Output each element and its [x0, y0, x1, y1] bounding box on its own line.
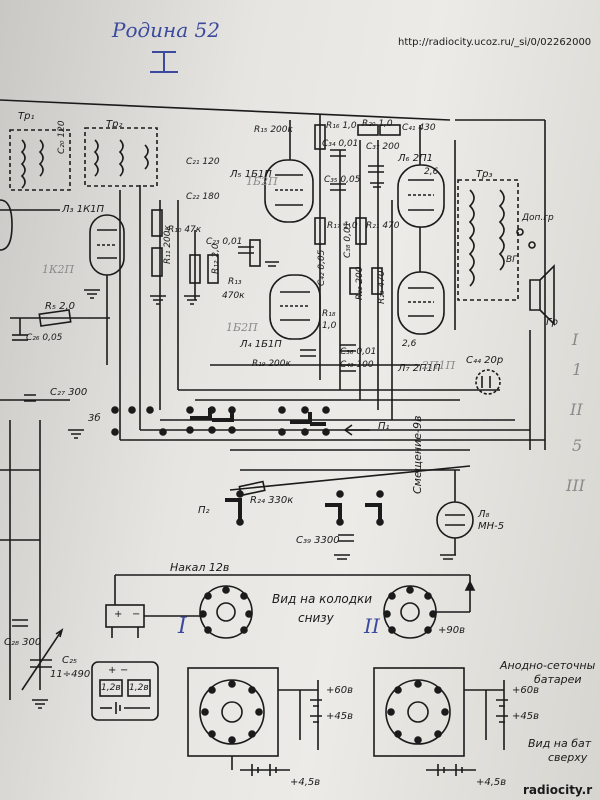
label-l8-type: МН-5 [478, 521, 505, 532]
label-c28: C₂₈ 300 [4, 637, 42, 648]
pencil-note-4: 2П1П [422, 359, 456, 372]
label-p2: П₂ [198, 505, 210, 516]
label-r11: R₁₁ 200к [163, 225, 173, 264]
pencil-margin-2: 1 [572, 360, 583, 379]
label-c39: C₃₉ 3300 [296, 535, 340, 546]
pencil-margin-3: II [570, 400, 583, 419]
pencil-margin-5: III [566, 476, 585, 495]
label-minus-b: − [132, 609, 141, 620]
label-tr2: Тр₂ [106, 119, 123, 130]
label-vid-na-bat: Вид на бат [528, 737, 592, 750]
pencil-note-2: 1Б2П [246, 175, 278, 188]
footer-logo: radiocity.r [523, 783, 593, 797]
label-plus-a: + [108, 665, 117, 676]
label-nakal: Накал 12в [170, 561, 230, 574]
label-l6: Л₆ 2П1 [398, 153, 433, 164]
label-sverhu: сверху [548, 751, 588, 764]
label-l8: Л₈ [478, 509, 490, 520]
label-plus-90: +90в [438, 625, 465, 636]
label-r13: R₁₃ [228, 277, 242, 287]
label-plus-45-b: +4,5в [290, 777, 321, 788]
label-l4: Л₄ 1Б1П [240, 339, 282, 350]
label-c34: C₃₄ 0,01 [322, 139, 359, 149]
label-c41: C₄₁ 430 [402, 123, 436, 133]
label-r17: R₁₇ 1,0 [327, 221, 358, 231]
label-c25: C₂₅ [62, 655, 77, 666]
label-c21: C₂₁ 120 [186, 157, 220, 167]
label-socket-ii: II [364, 614, 380, 638]
label-c22: C₂₂ 180 [186, 192, 220, 202]
label-3b: 3б [88, 413, 101, 424]
label-l7-pins: 2,6 [402, 339, 417, 349]
pencil-note-3: 1Б2П [226, 321, 258, 334]
pencil-note-1: 1К2П [42, 263, 75, 276]
label-c27: C₂₇ 300 [50, 387, 88, 398]
label-l5: Л₅ 1Б1П [230, 169, 272, 180]
label-plus-60-c: +60в [512, 685, 539, 696]
source-url: http://radiocity.ucoz.ru/_si/0/02262000 [398, 37, 592, 48]
pencil-margin-4: 5 [572, 436, 583, 455]
label-r16: R₁₆ 1,0 [326, 121, 357, 131]
label-vid-kolodki: Вид на колодки [272, 592, 373, 606]
label-r21: R₂₁ 470 [366, 221, 400, 231]
label-r20: R₂₀ 1,0 [362, 119, 393, 129]
label-c35: C₃₅ 0,05 [324, 175, 361, 185]
label-r23: R₂₃ 470 [377, 270, 387, 304]
label-plus-60-a: +60в [326, 685, 353, 696]
label-dop-gr: Доп.гр [522, 213, 554, 223]
label-plus-45-c: +45в [512, 711, 539, 722]
label-plus-45-d: +4,5в [476, 777, 507, 788]
label-c26: C₂₆ 0,05 [26, 333, 63, 343]
label-p1: П₁ [378, 421, 390, 432]
label-r18-value: 1,0 [322, 321, 337, 331]
label-c42: C₄₂ 0,05 [317, 249, 327, 286]
label-c25-value: 11÷490 [50, 669, 91, 680]
label-batarei: батареи [534, 673, 582, 686]
label-snizu: снизу [298, 611, 334, 625]
label-l7: Л₇ 2П1П [398, 363, 441, 374]
label-r22: R₂₂ 200 [355, 266, 365, 300]
label-r13-value: 470к [222, 291, 245, 301]
label-r10: R₁₀ 47к [168, 225, 202, 235]
label-l6-pins: 2,6 [424, 167, 439, 177]
label-c38: C₃₈ 0,01 [343, 221, 353, 258]
label-plus-b: + [114, 609, 123, 620]
label-c36: C₃₆ 0,01 [340, 347, 377, 357]
label-r12: R₁₂ 2,0 [211, 243, 221, 274]
handwritten-title: Родина 52 [112, 18, 220, 42]
label-sp: ВГ [506, 255, 518, 265]
label-cell-b: 1,2в [129, 683, 149, 693]
pencil-margin-1: I [572, 330, 579, 349]
label-r19: R₁₉ 200к [252, 359, 291, 369]
label-c43: C₄₃ 100 [340, 360, 374, 370]
label-gr: Гр [546, 317, 558, 328]
label-c44: C₄₄ 20р [466, 355, 504, 366]
label-r18: R₁₈ [322, 309, 336, 319]
label-anodno-setochnye: Анодно-сеточны [500, 659, 596, 672]
label-smeshenie: Смещение-9в [411, 415, 424, 494]
label-cell-a: 1,2в [101, 683, 121, 693]
label-minus-a: − [120, 665, 129, 676]
label-tr1: Тр₁ [18, 111, 35, 122]
label-c37: C₃₇ 200 [366, 142, 400, 152]
label-c20: C₂₀ 120 [57, 120, 67, 154]
label-c23: C₂₃ 0,01 [206, 237, 243, 247]
label-plus-45-a: +45в [326, 711, 353, 722]
label-l3: Л₃ 1К1П [62, 204, 105, 215]
label-socket-i: I [178, 614, 187, 639]
label-r5: R₅ 2,0 [45, 301, 76, 312]
label-r24: R₂₄ 330к [250, 495, 294, 506]
label-tr3: Тр₃ [476, 169, 493, 180]
label-r15: R₁₅ 200к [254, 125, 293, 135]
